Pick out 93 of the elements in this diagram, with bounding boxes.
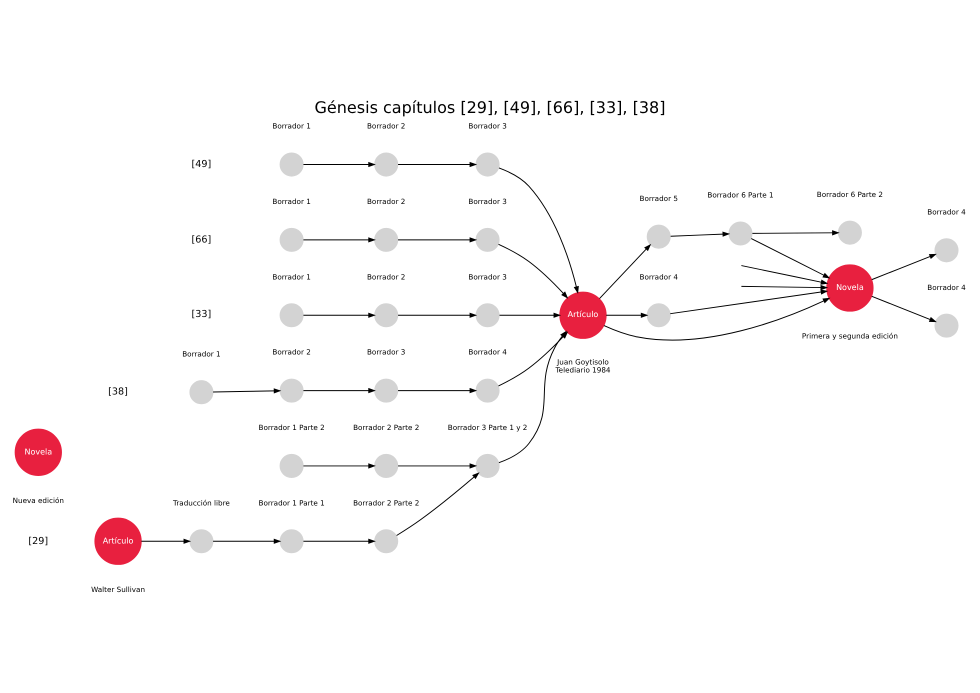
arrow xyxy=(302,463,376,469)
node-circle xyxy=(374,378,398,403)
arrow xyxy=(670,232,730,237)
arrow xyxy=(606,312,648,318)
node-circle xyxy=(838,220,862,245)
arrow xyxy=(670,284,828,314)
node-label: Borrador 1 Parte 1 xyxy=(258,498,325,508)
arrow xyxy=(302,538,376,544)
arrow xyxy=(396,472,480,536)
node-label: Borrador 3 xyxy=(367,348,406,357)
arrow xyxy=(140,538,192,544)
node-circle xyxy=(374,454,398,478)
node-label: Borrador 2 xyxy=(367,272,406,282)
label: [49] xyxy=(192,159,212,170)
node-circle xyxy=(374,529,398,554)
node-circle xyxy=(280,454,304,478)
arrow xyxy=(302,237,376,243)
node-circle xyxy=(934,314,959,338)
arrow xyxy=(302,388,376,394)
diagram-title: Génesis capítulos [29], [49], [66], [33], [38] xyxy=(314,98,666,118)
node-circle xyxy=(646,303,671,328)
node-label: Primera y segunda edición xyxy=(802,332,898,341)
node-circle xyxy=(374,152,398,177)
label: [33] xyxy=(192,308,212,320)
node-circle xyxy=(646,224,671,249)
node-circle xyxy=(280,529,304,554)
arrow xyxy=(604,298,830,341)
node-label: Borrador 1 xyxy=(182,349,221,358)
arrow xyxy=(499,312,562,318)
node-label: Juan Goytisolo xyxy=(557,357,609,366)
node-label: Borrador 6 Parte 2 xyxy=(816,190,884,199)
node-circle: Artículo xyxy=(94,518,142,565)
arrow xyxy=(498,244,568,299)
node-label: Borrador 1 xyxy=(272,196,311,206)
arrow xyxy=(498,167,579,294)
node-label: Borrador 3 xyxy=(468,272,507,282)
arrow xyxy=(752,230,840,236)
node-circle xyxy=(280,378,304,403)
node-circle xyxy=(280,303,304,328)
arrow xyxy=(871,296,937,322)
label: [38] xyxy=(108,386,128,398)
arrow xyxy=(212,388,282,394)
arrow xyxy=(398,388,478,394)
node-label: Borrador 4 xyxy=(927,207,966,216)
node-label: Borrador 3 xyxy=(468,122,507,131)
node-label: Walter Sullivan xyxy=(91,584,146,594)
node-label: Borrador 2 xyxy=(367,196,406,206)
node-circle xyxy=(189,529,214,554)
node-label: Borrador 4 xyxy=(640,272,678,282)
node-circle xyxy=(476,454,500,478)
node-label: Borrador 3 Parte 1 y 2 xyxy=(448,423,528,432)
node-label: Nueva edición xyxy=(12,496,64,505)
node-label: Borrador 6 Parte 1 xyxy=(707,190,774,200)
node-circle xyxy=(728,221,753,246)
node-circle xyxy=(374,303,398,328)
node-circle xyxy=(476,228,500,252)
node-label: Borrador 4 xyxy=(468,348,507,357)
node-label: Borrador 2 Parte 2 xyxy=(353,498,420,508)
label: [66] xyxy=(192,234,212,246)
arrow xyxy=(599,244,652,300)
arrow xyxy=(750,238,830,278)
arrow xyxy=(302,312,376,318)
arrow xyxy=(398,463,478,469)
node-label: Telediario 1984 xyxy=(555,365,610,374)
node-circle xyxy=(189,380,214,404)
node-circle xyxy=(374,228,398,252)
arrow xyxy=(398,162,478,168)
arrow xyxy=(398,237,478,243)
label: [29] xyxy=(28,536,48,547)
node-label: Borrador 5 xyxy=(640,194,678,203)
node-label: Traducción libre xyxy=(173,498,230,508)
node-circle xyxy=(280,152,304,177)
node-circle xyxy=(934,238,959,262)
node-circle xyxy=(476,378,500,403)
arrow xyxy=(871,254,937,280)
node-circle xyxy=(476,303,500,328)
arrow xyxy=(740,280,828,295)
node-circle: Novela xyxy=(826,264,874,312)
node-circle xyxy=(476,152,500,177)
node-label: Borrador 1 xyxy=(272,272,311,282)
node-label: Borrador 3 xyxy=(468,196,507,206)
arrow xyxy=(398,312,478,318)
node-label: Borrador 4 xyxy=(927,282,966,292)
node-circle: Novela xyxy=(14,428,62,476)
node-label: Borrador 2 xyxy=(367,122,406,131)
node-label: Borrador 2 Parte 2 xyxy=(353,423,420,432)
arrow xyxy=(740,265,828,290)
node-label: Borrador 1 Parte 2 xyxy=(258,423,325,432)
node-label: Borrador 1 xyxy=(272,122,311,131)
arrow xyxy=(302,162,376,168)
arrow xyxy=(212,538,282,544)
node-label: Borrador 2 xyxy=(272,348,311,357)
node-circle xyxy=(280,228,304,252)
